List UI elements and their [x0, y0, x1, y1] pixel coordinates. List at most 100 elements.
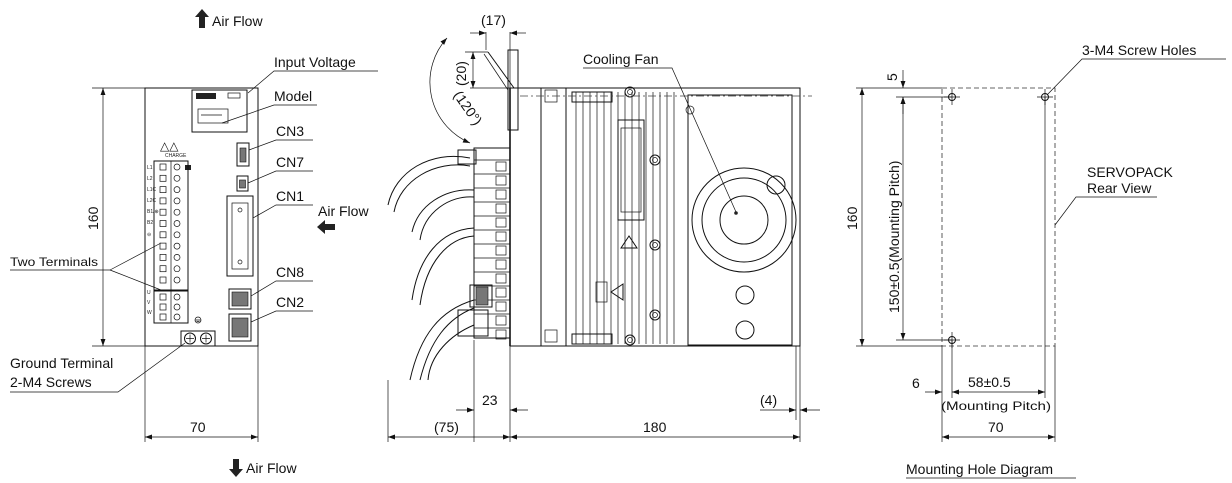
terminal-label: L2C: [147, 198, 157, 204]
ground-symbol-icon: [194, 316, 202, 324]
fan-plate: [687, 94, 793, 346]
side-vent-plate: [540, 87, 567, 347]
side-triangle-up-icon: [620, 235, 638, 249]
model-plate: [197, 108, 229, 124]
front-view-dimensions: 160 70: [85, 87, 259, 442]
cooling-fan-outer: [691, 167, 797, 273]
nameplate: [191, 89, 248, 133]
horizontal-pitch-dim: 58±0.5: [968, 374, 1011, 390]
front-view-callouts: Input Voltage Model CN3 CN7 CN1 CN8 CN2 …: [10, 54, 378, 393]
terminal-label: L2: [147, 176, 153, 182]
ground-screw-right-icon: [200, 332, 212, 345]
terminal-label: ⊖: [147, 232, 151, 238]
front-housing: [144, 87, 259, 347]
airflow-up-arrow-icon: [195, 9, 209, 28]
door-angle-dim: (120°): [451, 88, 486, 129]
terminal-screw-icon: [173, 303, 181, 311]
cn2-port: [228, 313, 252, 342]
input-voltage-label: Input Voltage: [274, 54, 356, 70]
rear-offset-dim: (4): [760, 392, 777, 408]
terminal-label: L1C: [147, 187, 157, 193]
terminal-screw-icon: [173, 197, 181, 205]
terminal-screw-icon: [173, 293, 181, 301]
terminal-label: U: [147, 290, 151, 296]
body-depth-dim: 180: [643, 419, 667, 435]
servopack-label-line2: Rear View: [1087, 180, 1152, 196]
charge-label: CHARGE: [165, 153, 187, 159]
servopack-label-line1: SERVOPACK: [1087, 164, 1174, 180]
cooling-fan-hub-icon: [719, 195, 769, 245]
cn8-port: [228, 288, 252, 310]
cn2-label: CN2: [276, 294, 304, 310]
cn1-label: CN1: [276, 188, 304, 204]
cn7-label: CN7: [276, 154, 304, 170]
screw-head-icon: [649, 154, 661, 166]
door-gap-dim: (20): [453, 61, 469, 86]
model-label: Model: [274, 88, 312, 104]
terminal-screw-icon: [173, 313, 181, 321]
screw-holes-label: 3-M4 Screw Holes: [1082, 42, 1196, 58]
cn3-port: [236, 142, 250, 167]
two-terminals-label: Two Terminals: [10, 255, 98, 269]
airflow-down-arrow-icon: [229, 459, 243, 477]
terminal-screw-icon: [173, 231, 181, 239]
side-hole-offset-dim: 6: [912, 375, 920, 391]
ground-terminal: [180, 330, 216, 347]
terminal-label: V: [147, 300, 151, 306]
terminal-screw-icon: [173, 208, 181, 216]
terminal-label: W: [147, 310, 152, 316]
terminal-screw-icon: [173, 254, 181, 261]
airflow-top: Air Flow: [195, 9, 263, 29]
charge-warning-icon: △△: [160, 139, 179, 153]
side-view: [387, 49, 812, 381]
terminal-screw-icon: [173, 242, 181, 250]
rear-outline: [941, 87, 1056, 347]
terminal-screw-icon: [173, 186, 181, 193]
terminal-screw-icon: [173, 174, 181, 182]
cooling-fan-label: Cooling Fan: [583, 51, 659, 67]
screw-head-icon: [649, 309, 661, 321]
mounting-hole-caption: Mounting Hole Diagram: [906, 461, 1053, 477]
rear-view-dimensions: 160 5 150±0.5(Mounting Pitch) 6 58±0.5 (…: [844, 70, 1056, 442]
airflow-top-label: Air Flow: [212, 13, 263, 29]
cn7-port: [236, 175, 249, 192]
airflow-side: Air Flow: [317, 203, 369, 234]
door-offset-dim: (17): [481, 12, 506, 28]
ground-terminal-label-line1: Ground Terminal: [10, 355, 113, 371]
side-terminal-block: [473, 147, 511, 339]
terminal-label: B2: [147, 220, 153, 226]
airflow-side-label: Air Flow: [318, 203, 369, 219]
screw-head-icon: [649, 239, 661, 251]
mounting-pitch-note: (Mounting Pitch): [941, 399, 1051, 413]
cn3-label: CN3: [276, 123, 304, 139]
screw-head-icon: [624, 86, 636, 98]
ground-terminal-label-line2: 2-M4 Screws: [10, 374, 92, 390]
terminal-label: B1/⊕: [147, 209, 159, 215]
terminal-screw-icon: [173, 265, 181, 273]
side-view-dimensions: (17) (20) (120°) (75) 23 180 (4): [387, 12, 820, 442]
terminal-depth-dim: 23: [482, 392, 498, 408]
terminal-screw-icon: [173, 276, 181, 284]
side-connector-module: [617, 119, 645, 221]
vertical-pitch-dim: 150±0.5(Mounting Pitch): [886, 161, 902, 313]
rear-view: [941, 87, 1056, 348]
cables: [387, 155, 475, 381]
airflow-bottom-label: Air Flow: [246, 460, 297, 476]
cable-depth-dim: (75): [434, 419, 459, 435]
top-hole-offset-dim: 5: [884, 73, 900, 81]
front-width-dim: 70: [190, 419, 206, 435]
side-body: [509, 87, 801, 347]
rear-view-callouts: 3-M4 Screw Holes SERVOPACK Rear View Mou…: [906, 42, 1226, 479]
front-height-dim: 160: [85, 206, 101, 230]
screw-head-icon: [624, 334, 636, 346]
side-view-callouts: Cooling Fan: [583, 51, 738, 215]
airflow-left-arrow-icon: [317, 220, 335, 234]
terminal-screw-icon: [173, 220, 181, 227]
ground-screw-left-icon: [184, 332, 196, 345]
input-voltage-plate: [196, 93, 216, 99]
cooling-fan-ring: [701, 177, 787, 263]
cn8-label: CN8: [276, 264, 304, 280]
cn1-port: [226, 195, 254, 277]
